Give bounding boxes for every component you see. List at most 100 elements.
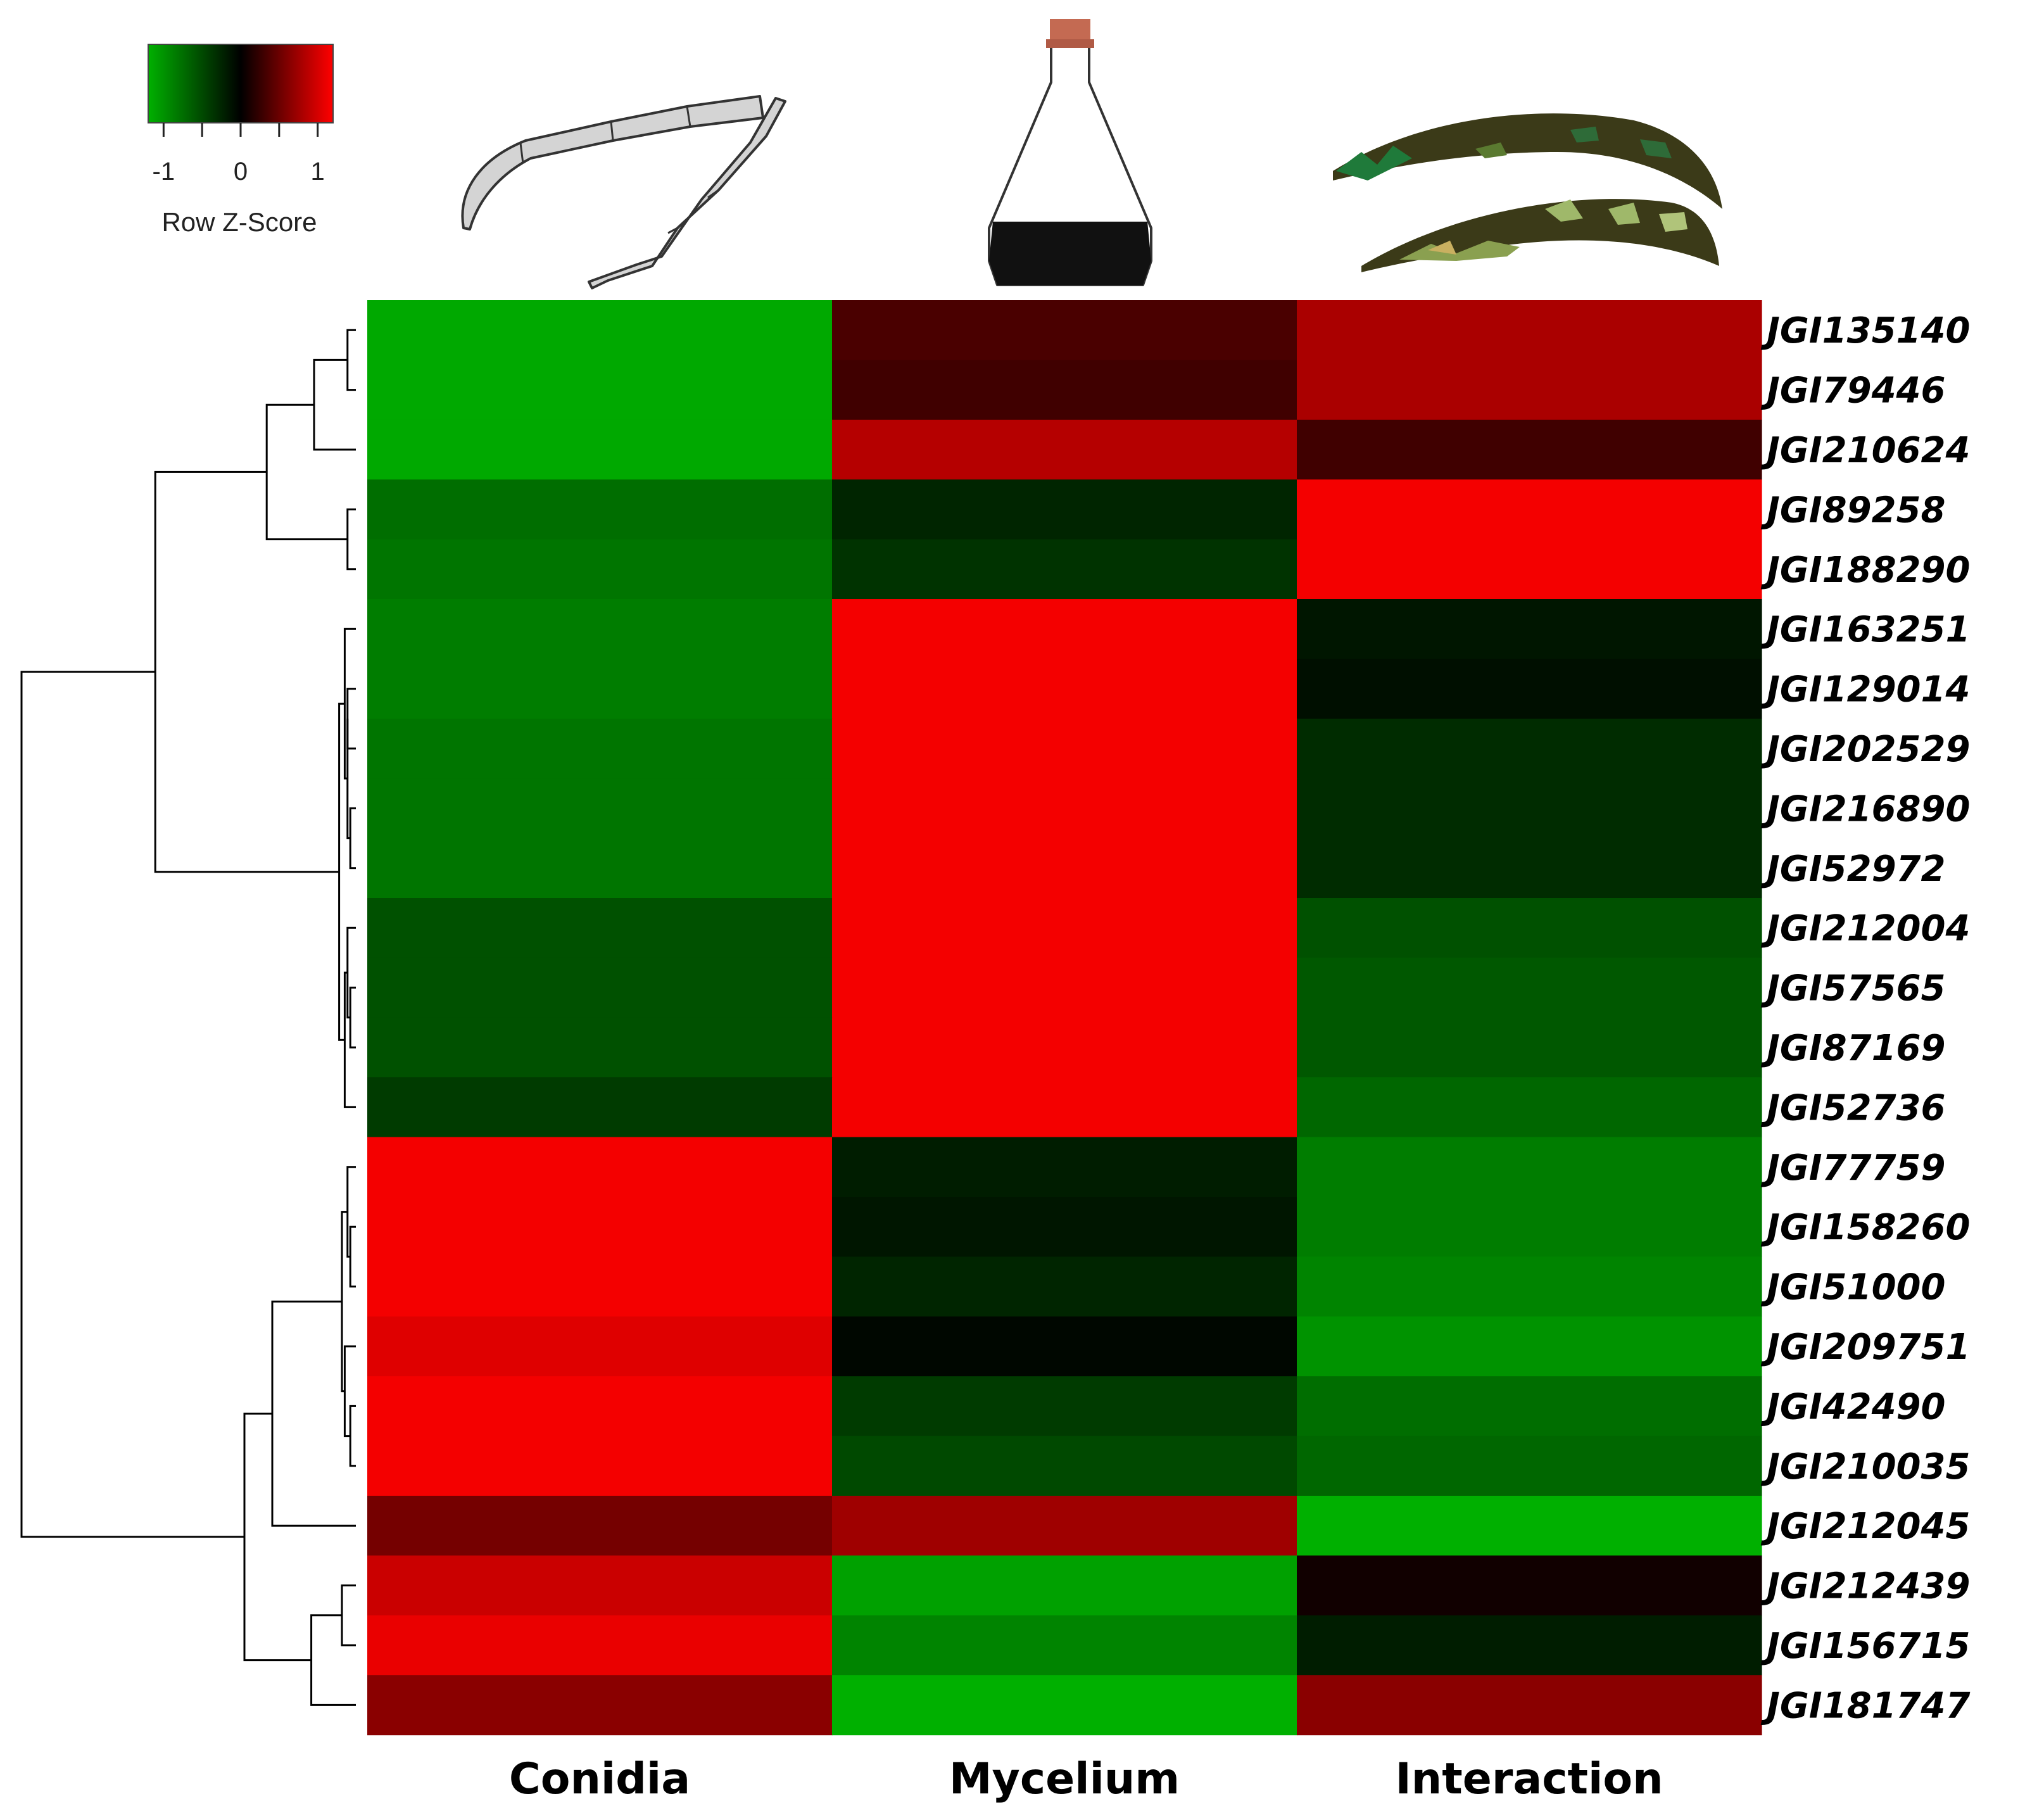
row-label: JGI216890 xyxy=(1760,788,1970,830)
heatmap-cell xyxy=(367,1197,833,1257)
heatmap-cell xyxy=(832,1017,1297,1078)
heatmap-cell xyxy=(367,718,833,779)
heatmap-cell xyxy=(1297,1496,1762,1556)
dendrogram-branch xyxy=(20,671,244,1538)
row-label: JGI129014 xyxy=(1760,669,1970,711)
dendrogram-branch xyxy=(310,1614,356,1706)
dendrogram-branch xyxy=(346,508,356,571)
heatmap-cell xyxy=(367,1017,833,1078)
heatmap-cell xyxy=(832,539,1297,600)
heatmap-cell xyxy=(832,599,1297,659)
dendrogram-branch xyxy=(349,1225,356,1288)
dendrogram-branch xyxy=(154,471,339,873)
dendrogram-branch xyxy=(346,1166,356,1258)
color-key-tick-label: -1 xyxy=(153,158,175,186)
heatmap-cell xyxy=(832,1077,1297,1138)
dendrogram-branch xyxy=(341,1584,356,1646)
dendrogram-branch xyxy=(346,329,356,391)
heatmap-cell xyxy=(1297,838,1762,899)
heatmap-cell xyxy=(832,360,1297,420)
heatmap-cell xyxy=(367,539,833,600)
heatmap-cell xyxy=(1297,659,1762,719)
row-label: JGI79446 xyxy=(1760,370,1945,412)
row-label: JGI212045 xyxy=(1760,1506,1970,1547)
dendrogram-branch xyxy=(313,358,356,451)
row-label: JGI52972 xyxy=(1760,849,1945,890)
heatmap-cell xyxy=(832,1555,1297,1616)
row-label: JGI210035 xyxy=(1760,1446,1970,1488)
column-label: Interaction xyxy=(1395,1754,1663,1804)
color-key-bar xyxy=(148,44,334,123)
heatmap-cell xyxy=(367,599,833,659)
flask-culture-icon xyxy=(988,19,1152,286)
heatmap-cell xyxy=(367,1675,833,1736)
heatmap-cell xyxy=(832,898,1297,958)
dendrogram-branch xyxy=(346,718,351,840)
heatmap-cell xyxy=(832,1137,1297,1198)
row-label: JGI181747 xyxy=(1760,1685,1970,1726)
dendrogram-branch xyxy=(271,1300,356,1527)
row-label: JGI202529 xyxy=(1760,729,1970,770)
heatmap-cell xyxy=(1297,1077,1762,1138)
heatmap-cell xyxy=(1297,1197,1762,1257)
heatmap-cell xyxy=(832,1436,1297,1496)
row-label: JGI212004 xyxy=(1760,908,1970,949)
heatmap-cells xyxy=(367,300,1762,1736)
heatmap-cell xyxy=(1297,360,1762,420)
heatmap-cell xyxy=(1297,1256,1762,1317)
heatmap-cell xyxy=(367,1615,833,1676)
heatmap-cell xyxy=(1297,300,1762,360)
heatmap-cell xyxy=(367,1137,833,1198)
heatmap-cell xyxy=(832,838,1297,899)
heatmap-cell xyxy=(367,838,833,899)
heatmap-cell xyxy=(367,957,833,1018)
color-key-tick-label: 0 xyxy=(234,158,248,186)
conidia-spore-icon xyxy=(461,95,786,289)
row-label: JGI77759 xyxy=(1760,1147,1945,1189)
heatmap-cell xyxy=(832,479,1297,540)
heatmap-cell xyxy=(367,778,833,839)
row-label: JGI210624 xyxy=(1760,430,1970,471)
heatmap-cell xyxy=(832,1197,1297,1257)
heatmap-cell xyxy=(1297,1017,1762,1078)
heatmap-cell xyxy=(1297,957,1762,1018)
heatmap-cell xyxy=(367,300,833,360)
heatmap-cell xyxy=(367,1376,833,1437)
dendrogram-branch xyxy=(346,688,356,750)
heatmap-cell xyxy=(832,778,1297,839)
row-label: JGI209751 xyxy=(1760,1327,1970,1368)
heatmap-cell xyxy=(1297,718,1762,779)
heatmap-cell xyxy=(832,1316,1297,1377)
heatmap-cell xyxy=(367,1316,833,1377)
heatmap-cell xyxy=(367,1496,833,1556)
heatmap-cell xyxy=(832,1615,1297,1676)
row-label: JGI87169 xyxy=(1760,1028,1945,1069)
heatmap-cell xyxy=(1297,479,1762,540)
row-label: JGI188290 xyxy=(1760,550,1970,591)
heatmap-cell xyxy=(1297,1555,1762,1616)
color-key-tick-label: 1 xyxy=(311,158,325,186)
color-key-ticks: -1 0 1 xyxy=(153,123,325,186)
heatmap-cell xyxy=(832,1256,1297,1317)
row-label: JGI158260 xyxy=(1760,1207,1970,1248)
dendrogram-branch xyxy=(349,987,356,1049)
heatmap-cell xyxy=(832,419,1297,480)
heatmap-cell xyxy=(1297,1436,1762,1496)
heatmap-cell xyxy=(367,659,833,719)
dendrogram-branch xyxy=(349,807,356,869)
heatmap-cell xyxy=(367,1077,833,1138)
column-label: Conidia xyxy=(509,1754,690,1804)
heatmap-cell xyxy=(832,300,1297,360)
row-label: JGI52736 xyxy=(1760,1087,1945,1128)
row-dendrogram xyxy=(20,329,356,1706)
heatmap-cell xyxy=(367,360,833,420)
row-label: JGI89258 xyxy=(1760,490,1945,531)
row-label: JGI212439 xyxy=(1760,1566,1970,1607)
heatmap-cell xyxy=(1297,599,1762,659)
leaf-lesion-icon xyxy=(1333,113,1722,272)
heatmap-cell xyxy=(832,957,1297,1018)
heatmap-cell xyxy=(1297,1376,1762,1437)
heatmap-cell xyxy=(1297,1316,1762,1377)
row-label: JGI163251 xyxy=(1760,609,1970,650)
